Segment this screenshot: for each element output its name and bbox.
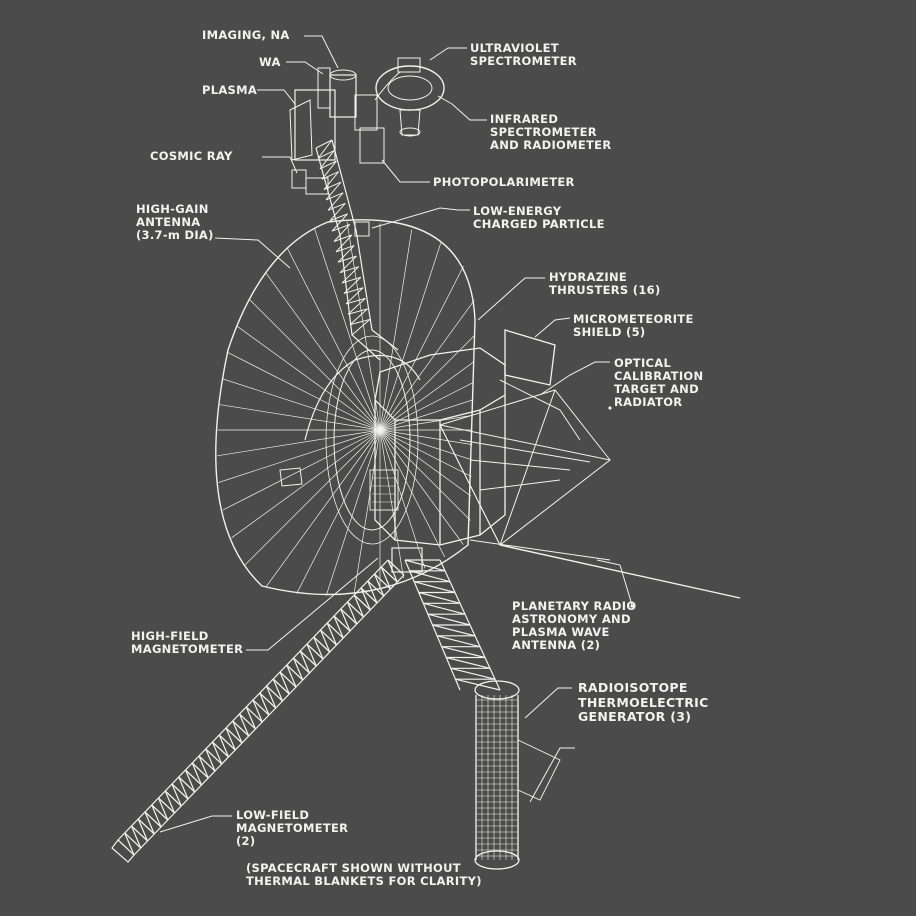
scan-platform [289,57,445,164]
plasma-wave-antenna [499,544,741,599]
lecp-instrument [354,221,370,237]
label-imaging-na: IMAGING, NA [202,28,290,42]
science-boom [315,139,399,361]
high-gain-antenna [215,219,476,596]
label-photopolarimeter: PHOTOPOLARIMETER [433,175,575,189]
label-wa: WA [259,55,281,69]
rtg-cylinders [474,680,561,870]
cosmic-ray-instrument [291,169,307,189]
label-cosmic-ray: COSMIC RAY [150,149,233,163]
leader-lines [159,35,633,833]
spacecraft-bus [369,329,556,546]
label-plasma: PLASMA [202,83,258,97]
optical-calibration-truss [439,379,612,546]
magnetometer-boom [117,559,405,856]
rtg-boom [404,559,501,691]
